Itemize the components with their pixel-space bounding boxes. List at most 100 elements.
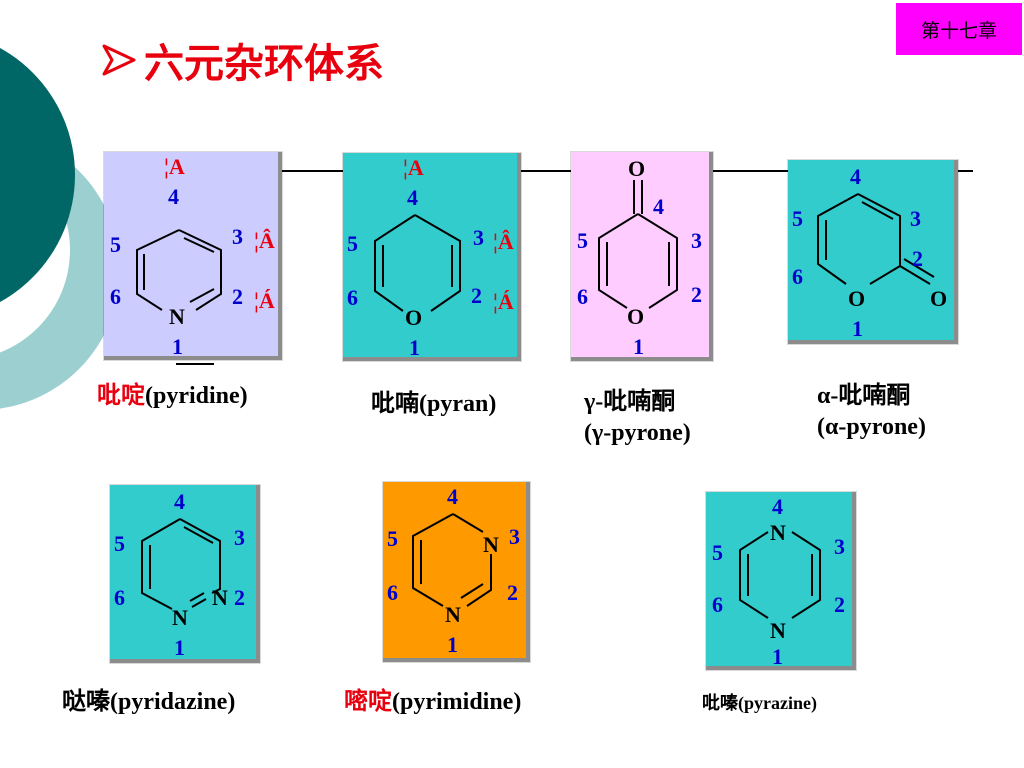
pyridine-card: N 1 2 3 4 5 6 ¦Á ¦Â ¦A: [104, 152, 282, 365]
gamma-pyrone-name-cn: 吡喃酮: [603, 387, 676, 415]
alpha-pyrone-hetero-label: O: [848, 286, 865, 311]
pyridazine-num-2: 2: [234, 585, 245, 610]
pyran-num-6: 6: [347, 285, 358, 310]
gamma-pyrone-num-4: 4: [653, 194, 664, 219]
pyridine-greek-beta: ¦Â: [254, 228, 275, 253]
pyridine-num-4: 4: [168, 184, 179, 209]
pyrimidine-num-5: 5: [387, 526, 398, 551]
pyrimidine-num-4: 4: [447, 484, 458, 509]
pyran-name-cn: 吡喃: [371, 389, 419, 417]
pyridazine-num-3: 3: [234, 525, 245, 550]
gamma-pyrone-prefix: γ-: [584, 389, 604, 415]
pyridine-greek-gamma: ¦A: [164, 154, 185, 179]
alpha-pyrone-prefix: α-: [817, 383, 839, 409]
gamma-pyrone-num-3: 3: [691, 228, 702, 253]
arrow-bullet-icon: [102, 44, 136, 76]
gamma-pyrone-num-6: 6: [577, 284, 588, 309]
pyrazine-num-1: 1: [772, 644, 783, 669]
pyrimidine-n1-label: N: [445, 602, 461, 627]
pyrazine-num-2: 2: [834, 592, 845, 617]
pyridazine-card: N N 1 2 3 4 5 6: [110, 485, 260, 663]
alpha-pyrone-name-en: (α-pyrone): [817, 414, 926, 441]
pyrazine-num-4: 4: [772, 494, 783, 519]
pyrazine-name-en: (pyrazine): [738, 693, 817, 713]
pyran-structure: O 1 2 3 4 5 6 ¦Á ¦Â ¦A: [347, 155, 514, 360]
pyran-card: O 1 2 3 4 5 6 ¦Á ¦Â ¦A: [343, 153, 521, 361]
pyrazine-label: 吡嗪(pyrazine): [702, 692, 817, 715]
pyridine-greek-alpha: ¦Á: [254, 288, 275, 313]
pyran-num-5: 5: [347, 231, 358, 256]
alpha-pyrone-num-4: 4: [850, 164, 861, 189]
pyran-greek-gamma: ¦A: [403, 155, 424, 180]
pyrimidine-num-1: 1: [447, 632, 458, 657]
pyridine-label: 吡啶(pyridine): [97, 380, 248, 412]
page-title: 六元杂环体系: [100, 30, 384, 90]
pyridazine-label: 哒嗪(pyridazine): [62, 686, 235, 718]
pyrimidine-num-3: 3: [509, 524, 520, 549]
gamma-pyrone-card: O O 1 2 3 4 5 6: [571, 152, 713, 361]
pyridine-num-3: 3: [232, 224, 243, 249]
pyran-greek-alpha: ¦Á: [493, 289, 514, 314]
pyridine-num-2: 2: [232, 284, 243, 309]
pyridazine-n2-label: N: [212, 585, 228, 610]
deco-circle-dark: [0, 48, 75, 302]
gamma-pyrone-hetero-label: O: [627, 304, 644, 329]
gamma-pyrone-num-5: 5: [577, 228, 588, 253]
pyrimidine-structure: N N 1 2 3 4 5 6: [387, 484, 520, 657]
pyridine-num-5: 5: [110, 232, 121, 257]
pyridine-hetero-label: N: [169, 304, 185, 329]
pyridine-name-en: (pyridine): [145, 383, 248, 409]
alpha-pyrone-num-6: 6: [792, 264, 803, 289]
pyridine-structure: N 1 2 3 4 5 6 ¦Á ¦Â ¦A: [110, 154, 275, 365]
gamma-pyrone-num-1: 1: [633, 334, 644, 359]
pyridazine-num-4: 4: [174, 489, 185, 514]
pyrazine-n1-label: N: [770, 618, 786, 643]
alpha-pyrone-num-3: 3: [910, 206, 921, 231]
pyran-name-en: (pyran): [419, 391, 497, 417]
pyrazine-num-3: 3: [834, 534, 845, 559]
alpha-pyrone-num-5: 5: [792, 206, 803, 231]
title-text: 六元杂环体系: [144, 41, 384, 87]
pyrazine-structure: N N 1 2 3 4 5 6: [712, 494, 845, 669]
pyridine-num-6: 6: [110, 284, 121, 309]
pyrimidine-n3-label: N: [483, 532, 499, 557]
alpha-pyrone-carbonyl-o: O: [930, 286, 947, 311]
pyridazine-name-en: (pyridazine): [110, 689, 236, 715]
gamma-pyrone-carbonyl-o: O: [628, 156, 645, 181]
pyran-label: 吡喃(pyran): [371, 388, 496, 420]
chapter-badge: 第十七章: [896, 3, 1022, 55]
pyrazine-n4-label: N: [770, 520, 786, 545]
gamma-pyrone-name-en: (γ-pyrone): [584, 420, 691, 447]
pyridazine-num-6: 6: [114, 585, 125, 610]
pyridine-num-1: 1: [172, 334, 183, 359]
pyridazine-structure: N N 1 2 3 4 5 6: [114, 489, 245, 660]
pyrazine-name-cn: 吡嗪: [702, 693, 738, 714]
pyrimidine-name-cn: 嘧啶: [344, 687, 392, 715]
pyran-num-4: 4: [407, 185, 418, 210]
pyrazine-num-5: 5: [712, 540, 723, 565]
pyridazine-n1-label: N: [172, 605, 188, 630]
pyrazine-num-6: 6: [712, 592, 723, 617]
pyran-hetero-label: O: [405, 305, 422, 330]
pyrimidine-num-2: 2: [507, 580, 518, 605]
pyran-num-2: 2: [471, 283, 482, 308]
pyridazine-num-5: 5: [114, 531, 125, 556]
pyran-greek-beta: ¦Â: [493, 229, 514, 254]
pyran-num-1: 1: [409, 335, 420, 360]
pyridazine-num-1: 1: [174, 635, 185, 660]
alpha-pyrone-card: O O 1 2 3 4 5 6: [788, 160, 958, 344]
gamma-pyrone-num-2: 2: [691, 282, 702, 307]
gamma-pyrone-label: γ-吡喃酮 (γ-pyrone): [584, 386, 691, 449]
pyridazine-name-cn: 哒嗪: [62, 687, 110, 715]
pyrimidine-name-en: (pyrimidine): [392, 689, 522, 715]
pyrimidine-label: 嘧啶(pyrimidine): [344, 686, 521, 718]
pyran-num-3: 3: [473, 225, 484, 250]
alpha-pyrone-label: α-吡喃酮 (α-pyrone): [817, 380, 926, 443]
pyridine-name-cn: 吡啶: [97, 381, 145, 409]
alpha-pyrone-num-2: 2: [912, 246, 923, 271]
pyrimidine-card: N N 1 2 3 4 5 6: [383, 482, 530, 662]
alpha-pyrone-name-cn: 吡喃酮: [838, 381, 911, 409]
decorative-circles: [0, 48, 120, 409]
alpha-pyrone-structure: O O 1 2 3 4 5 6: [792, 164, 947, 341]
pyrazine-card: N N 1 2 3 4 5 6: [706, 492, 856, 670]
